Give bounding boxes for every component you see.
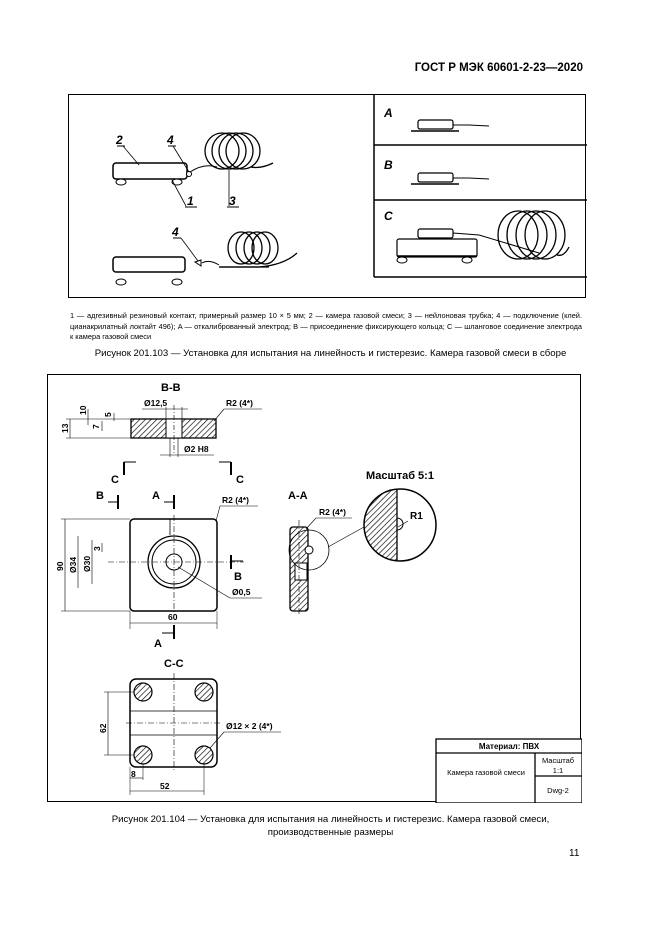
dim-8: 8 xyxy=(131,769,136,779)
dim-13: 13 xyxy=(60,423,70,433)
callout-2: 2 xyxy=(115,133,123,147)
section-mark-a-bottom: A xyxy=(154,638,162,650)
dim-r2-aa: R2 (4*) xyxy=(319,507,346,517)
dim-r2-plan: R2 (4*) xyxy=(222,495,249,505)
callout-4: 4 xyxy=(166,133,174,147)
dim-d34: Ø34 xyxy=(68,557,78,573)
document-header: ГОСТ Р МЭК 60601-2-23—2020 xyxy=(414,62,583,74)
title-drawing: Dwg-2 xyxy=(547,786,569,795)
dim-7: 7 xyxy=(91,424,101,429)
title-material: Материал: ПВХ xyxy=(479,742,540,751)
figure-201-103-caption: Рисунок 201.103 — Установка для испытани… xyxy=(94,348,567,359)
dim-52: 52 xyxy=(160,781,170,791)
section-bb-title: B-B xyxy=(161,382,181,394)
section-mark-a-top: A xyxy=(152,490,160,502)
panel-a-label: A xyxy=(383,106,393,120)
dim-r2-top: R2 (4*) xyxy=(226,398,253,408)
dim-90: 90 xyxy=(55,561,65,571)
callout-3: 3 xyxy=(229,194,236,208)
title-scale-label: Масштаб xyxy=(542,756,574,765)
figure-201-104-drawing: B-B Ø12,5 R2 (4*) Ø2 H8 10 5 7 13 C C xyxy=(55,382,582,803)
dim-60: 60 xyxy=(168,612,178,622)
dim-62: 62 xyxy=(98,723,108,733)
figure-201-104-caption: Рисунок 201.104 — Установка для испытани… xyxy=(0,813,661,839)
figure-201-104-caption-line1: Рисунок 201.104 — Установка для испытани… xyxy=(111,814,550,825)
figure-201-103: A B C xyxy=(68,94,587,298)
figure-201-104: B-B Ø12,5 R2 (4*) Ø2 H8 10 5 7 13 C C xyxy=(47,374,582,803)
section-mark-c-left: C xyxy=(111,474,119,486)
page-number: 11 xyxy=(569,848,580,859)
callout-4-exploded: 4 xyxy=(171,225,179,239)
section-mark-b-right: B xyxy=(234,571,242,583)
panel-c-label: C xyxy=(384,209,393,223)
dim-10: 10 xyxy=(78,405,88,415)
figure-201-103-drawing: A B C xyxy=(112,95,587,286)
dim-d12x2: Ø12 × 2 (4*) xyxy=(226,721,273,731)
dim-d0-5: Ø0,5 xyxy=(232,587,251,597)
section-aa-title: A-A xyxy=(288,490,308,502)
callout-1: 1 xyxy=(187,194,194,208)
panel-b-label: B xyxy=(384,158,393,172)
scale-5-1-title: Масштаб 5:1 xyxy=(366,470,434,482)
section-mark-b-top: B xyxy=(96,490,104,502)
figure-201-104-caption-line2: производственные размеры xyxy=(267,827,394,838)
section-cc-title: C-C xyxy=(164,658,184,670)
dim-d12-5: Ø12,5 xyxy=(144,398,167,408)
dim-d30: Ø30 xyxy=(82,556,92,572)
dim-5: 5 xyxy=(103,412,113,417)
title-part: Камера газовой смеси xyxy=(447,768,525,777)
dim-r1: R1 xyxy=(410,511,423,522)
figure-201-103-notes: 1 — адгезивный резиновый контакт, пример… xyxy=(70,311,582,341)
dim-d2-h8: Ø2 H8 xyxy=(184,444,209,454)
dim-3: 3 xyxy=(92,546,102,551)
title-scale-value: 1:1 xyxy=(553,766,563,775)
section-mark-c-right: C xyxy=(236,474,244,486)
